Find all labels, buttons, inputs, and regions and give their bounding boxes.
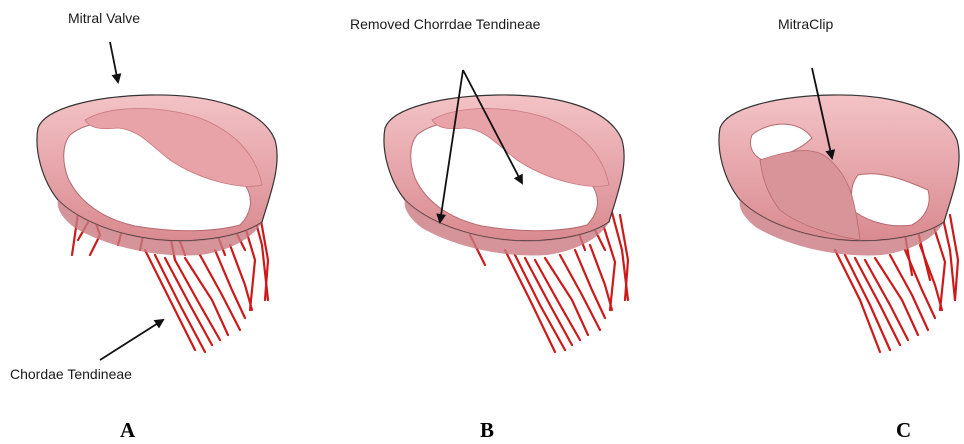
panel-c-label: C [896,418,911,443]
panel-a-valve [37,95,277,352]
panel-b-valve [384,95,628,352]
chordae-tendineae-label: Chordae Tendineae [10,366,132,382]
chordae-tendineae-arrow [100,320,163,360]
mitraclip-label: MitraClip [778,16,833,32]
panel-b-label: B [480,418,494,443]
mitral-valve-label: Mitral Valve [68,10,140,26]
removed-chordae-label: Removed Chorrdae Tendineae [350,16,540,32]
panel-a-label: A [120,418,135,443]
panel-c-valve [719,95,959,352]
mitral-valve-arrow [110,42,118,82]
